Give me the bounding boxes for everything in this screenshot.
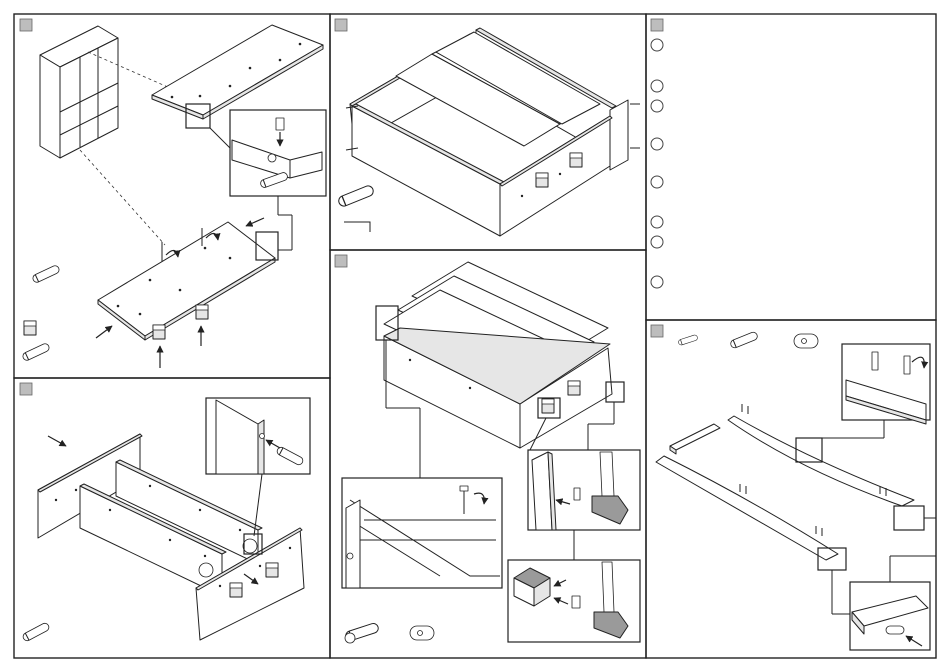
cam-bolt-icon bbox=[337, 184, 375, 207]
bullet-circle bbox=[651, 100, 663, 112]
dowel-detail-callout bbox=[230, 110, 326, 196]
right-end-panel bbox=[610, 100, 628, 170]
step-marker-3 bbox=[335, 19, 347, 31]
dowel-icon bbox=[32, 264, 61, 283]
bullet-circle bbox=[651, 39, 663, 51]
cam-detail-callout-2 bbox=[508, 560, 640, 642]
clip-detail-callout bbox=[850, 582, 930, 650]
bullet-circle bbox=[651, 138, 663, 150]
panel-top-left bbox=[14, 14, 330, 378]
bullet-list bbox=[651, 39, 663, 288]
cam-lock-icon bbox=[196, 305, 208, 319]
panel-bottom-middle bbox=[330, 250, 646, 658]
screw-detail-callout bbox=[842, 344, 930, 424]
cam-lock-icon bbox=[24, 321, 36, 335]
panel-bottom-right bbox=[646, 320, 936, 658]
cam-lock-icon bbox=[230, 583, 242, 597]
front-long-panel bbox=[352, 104, 504, 236]
step-marker-1 bbox=[20, 19, 32, 31]
panel-top-middle bbox=[330, 14, 646, 250]
allen-key-icon bbox=[344, 222, 370, 232]
cam-lock-icon bbox=[536, 173, 548, 187]
bottom-board bbox=[98, 222, 278, 340]
curved-slat-lower bbox=[656, 456, 838, 560]
clip-icon bbox=[794, 334, 818, 348]
bullet-circle bbox=[651, 176, 663, 188]
bullet-circle bbox=[651, 216, 663, 228]
dowel-icon bbox=[22, 342, 51, 361]
bullet-circle bbox=[651, 236, 663, 248]
step-marker-6 bbox=[651, 325, 663, 337]
panel-bottom-left bbox=[14, 378, 330, 658]
dowel-detail-callout bbox=[206, 398, 310, 474]
step-marker-4 bbox=[335, 255, 347, 267]
bullet-circle bbox=[651, 276, 663, 288]
cam-lock-icon bbox=[266, 563, 278, 577]
clip-icon bbox=[410, 626, 434, 640]
short-slat bbox=[670, 424, 720, 454]
step-marker-2 bbox=[20, 383, 32, 395]
cam-lock-icon bbox=[153, 325, 165, 339]
dowel-icon bbox=[730, 331, 759, 349]
screw-detail-callout bbox=[342, 478, 502, 588]
cam-detail-callout bbox=[528, 450, 640, 530]
dowel-icon bbox=[22, 622, 50, 642]
screw-icon bbox=[678, 334, 698, 345]
cam-lock-icon bbox=[568, 381, 580, 395]
wardrobe-overview bbox=[40, 26, 118, 158]
panel-top-right bbox=[646, 14, 936, 320]
bullet-circle bbox=[651, 80, 663, 92]
step-marker-5 bbox=[651, 19, 663, 31]
cam-lock-icon bbox=[570, 153, 582, 167]
